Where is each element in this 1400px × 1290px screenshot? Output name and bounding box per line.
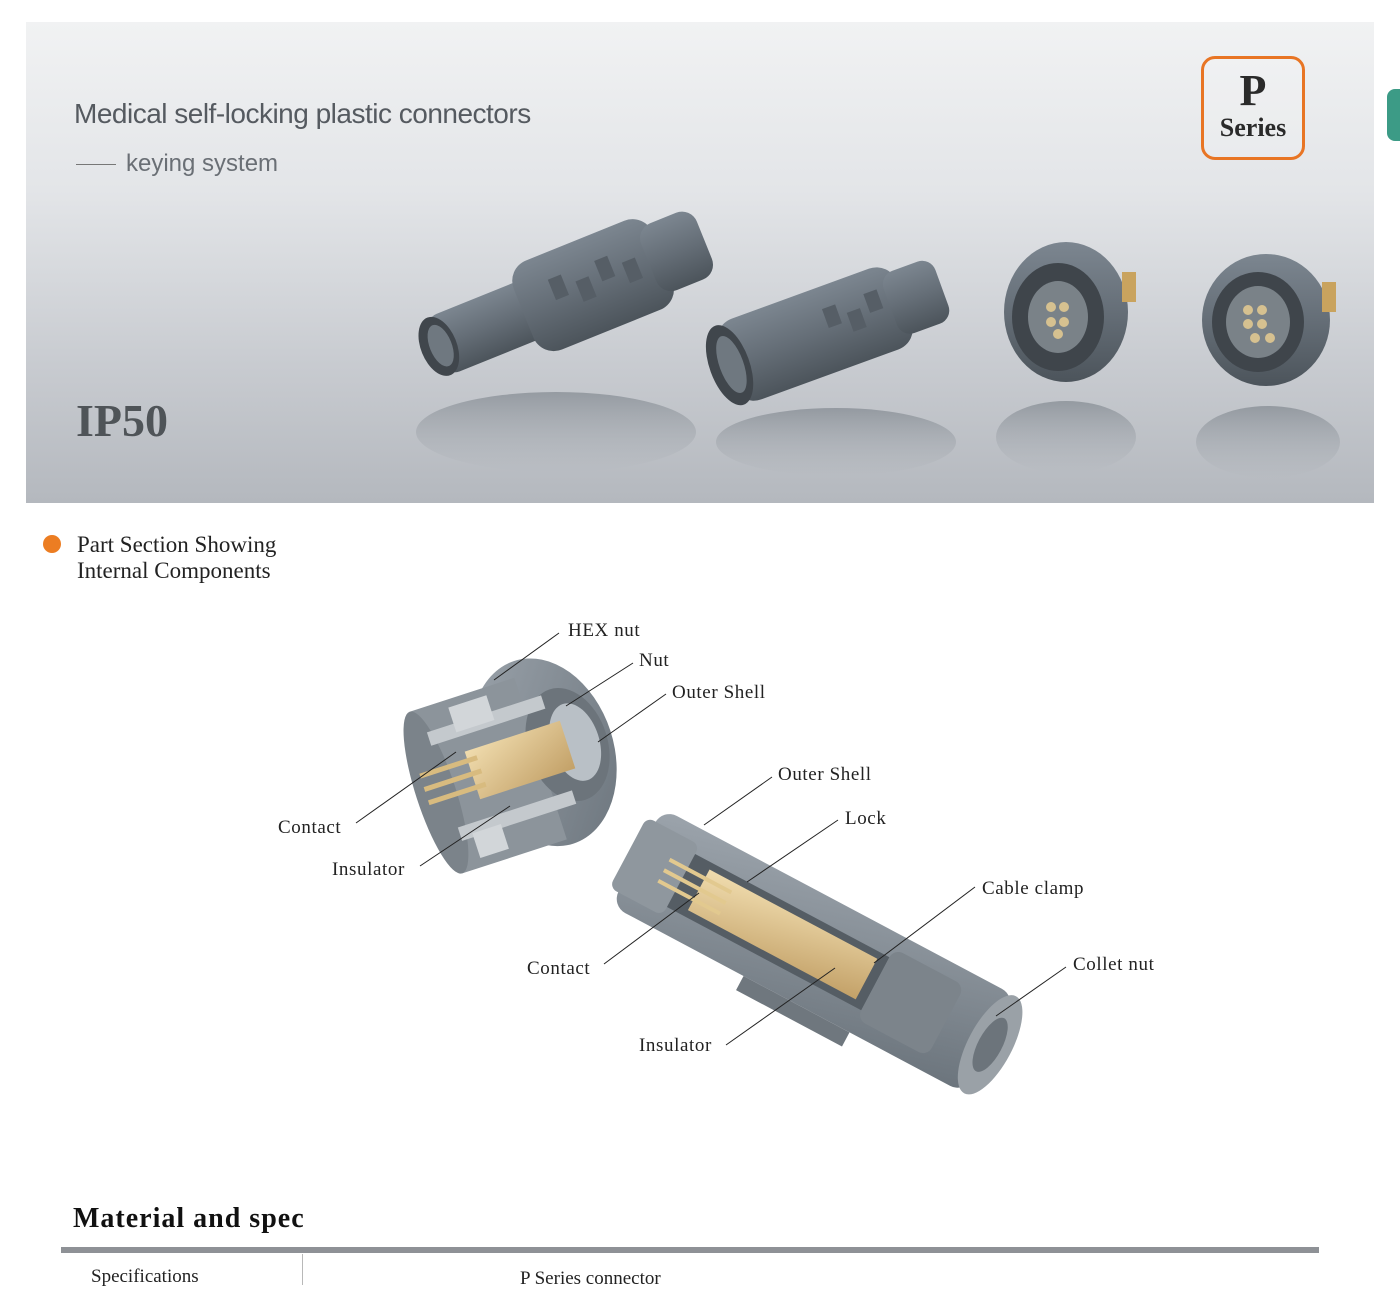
- banner-title: Medical self-locking plastic connectors: [74, 98, 531, 129]
- material-spec-title: Material and spec: [73, 1203, 305, 1234]
- series-word: Series: [1219, 113, 1287, 142]
- receptacle-connector-2: [1202, 254, 1336, 386]
- banner-subtitle: keying system: [76, 150, 278, 178]
- label-hex-nut: HEX nut: [568, 620, 641, 641]
- connector-products-image: [416, 211, 1340, 478]
- plug-connector-1: [418, 211, 714, 376]
- leader-lines: [355, 632, 1067, 1046]
- section-bullet-icon: [43, 535, 61, 553]
- label-receptacle-contact: Contact: [278, 817, 342, 838]
- spec-header-specifications: Specifications: [91, 1266, 199, 1287]
- section-heading-line2: Internal Components: [77, 558, 271, 583]
- series-letter: P: [1239, 66, 1267, 115]
- material-spec-rule: [61, 1247, 1319, 1253]
- receptacle-connector-1: [1004, 242, 1136, 382]
- series-badge: P Series: [1201, 56, 1305, 160]
- banner-subtitle-text: keying system: [126, 150, 279, 177]
- receptacle-cutaway: [403, 658, 617, 874]
- section-heading: Part Section Showing Internal Components: [77, 532, 276, 584]
- label-cable-clamp: Cable clamp: [982, 878, 1085, 899]
- spec-header-connector: P Series connector: [520, 1268, 661, 1289]
- plug-connector-2: [705, 260, 950, 406]
- label-receptacle-insulator: Insulator: [332, 859, 405, 880]
- label-nut: Nut: [639, 650, 670, 671]
- label-receptacle-outer-shell: Outer Shell: [672, 682, 766, 703]
- label-collet-nut: Collet nut: [1073, 954, 1155, 975]
- subtitle-dash: [76, 163, 116, 165]
- ip-rating: IP50: [76, 395, 168, 446]
- label-plug-insulator: Insulator: [639, 1035, 712, 1056]
- label-plug-contact: Contact: [527, 958, 591, 979]
- spec-column-divider: [302, 1254, 303, 1285]
- label-plug-outer-shell: Outer Shell: [778, 764, 872, 785]
- label-lock: Lock: [845, 808, 887, 829]
- section-heading-line1: Part Section Showing: [77, 532, 277, 557]
- product-banner: Medical self-locking plastic connectors …: [26, 22, 1374, 503]
- plug-cutaway: [612, 814, 1023, 1095]
- side-tab: [1387, 89, 1400, 141]
